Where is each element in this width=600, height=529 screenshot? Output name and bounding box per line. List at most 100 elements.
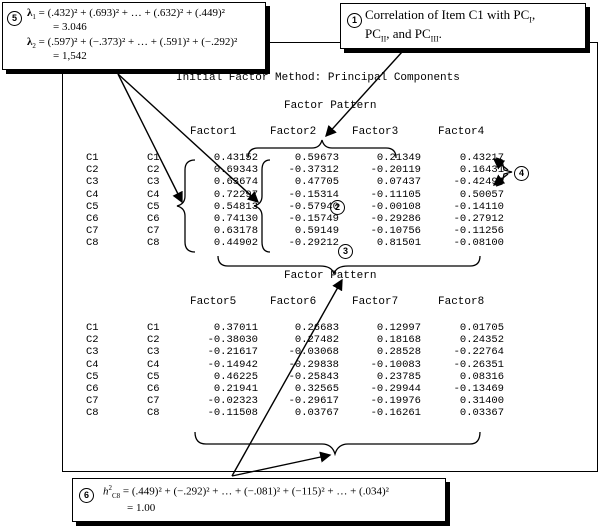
lambda2-sub: 2 (32, 42, 36, 51)
table2-cell: 0.21941 (213, 383, 258, 395)
table2-cell: 0.08316 (459, 370, 504, 383)
table2-cell: C7 (86, 395, 99, 408)
table2-cell: C1 (147, 322, 160, 334)
table2-cell: 0.12997 (376, 322, 421, 334)
table2-title: Factor Pattern (284, 270, 377, 282)
table2-cell: C7 (147, 395, 160, 408)
lambda1-symbol: λ (27, 7, 33, 19)
table1-cell: 0.69343 (213, 164, 258, 177)
table2-cell: C6 (147, 383, 160, 395)
table2-cell: -0.26351 (453, 358, 504, 371)
table2-cell: -0.14942 (207, 358, 258, 371)
table1-cell: -0.37312 (288, 164, 339, 177)
table1-cell: -0.08100 (453, 237, 504, 250)
table1-cell: 0.43152 (213, 152, 258, 164)
table1-cell: -0.14110 (453, 200, 504, 213)
pc3-sub: III (430, 34, 439, 44)
correlation-line1: Correlation of Item C1 with PCI, (365, 7, 535, 25)
table1-cell: -0.57940 (288, 200, 339, 213)
table2-cell: C4 (147, 358, 160, 371)
table2-cell: 0.32565 (294, 383, 339, 395)
annotation-2-marker: 2 (330, 200, 345, 215)
table1-cell: C1 (86, 152, 99, 164)
table1-cell: -0.29212 (288, 237, 339, 250)
table1-cell: -0.11105 (370, 188, 421, 201)
table1-cell: C2 (86, 164, 99, 177)
table2-cell: C2 (147, 334, 160, 347)
table2-cell: -0.38030 (207, 334, 258, 347)
table2-cell: 0.23785 (376, 370, 421, 383)
lambda1-line: λ1 = (.432)² + (.693)² + … + (.632)² + (… (27, 7, 225, 21)
table1-cell: -0.42494 (453, 176, 504, 189)
table2-header: Factor6 (270, 296, 317, 308)
annotation-3-marker: 3 (338, 244, 353, 259)
table2-cell: 0.28528 (376, 346, 421, 359)
table2-cell: C6 (86, 383, 99, 395)
table2-cell: -0.22764 (453, 346, 504, 359)
table2-cell: C5 (86, 370, 99, 383)
h-symbol: h (103, 485, 109, 498)
table1-cell: 0.47705 (294, 176, 339, 189)
table2-cell: -0.10083 (370, 358, 421, 371)
table2-cell: -0.16261 (370, 407, 421, 420)
table1-cell: 0.16431 (459, 164, 504, 177)
table2-cell: -0.02323 (207, 395, 258, 408)
table2-cell: -0.25843 (288, 370, 339, 383)
lambda2-symbol: λ (27, 36, 33, 48)
table1-cell: C6 (147, 213, 160, 225)
annotation-1-marker: 1 (347, 13, 362, 28)
h-sup: 2 (108, 484, 113, 492)
table2-cell: 0.31400 (459, 395, 504, 408)
table2-cell: -0.29944 (370, 383, 421, 395)
table1-cell: 0.54813 (213, 200, 258, 213)
table1-cell: -0.00108 (370, 200, 421, 213)
lambda2-line: λ2 = (.597)² + (−.373)² + … + (.591)² + … (27, 36, 237, 50)
table2-cell: -0.19976 (370, 395, 421, 408)
lambda2-value: = 1,542 (53, 50, 87, 62)
table1-cell: -0.15314 (288, 188, 339, 201)
table1-cell: -0.20119 (370, 164, 421, 177)
table1-cell: -0.29286 (370, 213, 421, 225)
lambda2-expression: = (.597)² + (−.373)² + … + (.591)² + (−.… (35, 36, 238, 48)
table2-cell: 0.03767 (294, 407, 339, 420)
table1-header: Factor4 (438, 126, 485, 138)
table2-cell: 0.37011 (213, 322, 258, 334)
table1-cell: 0.21349 (376, 152, 421, 164)
table1-cell: -0.10756 (370, 225, 421, 238)
table2-cell: C1 (86, 322, 99, 334)
table2-cell: C5 (147, 370, 160, 383)
table2-cell: 0.26683 (294, 322, 339, 334)
table1-header: Factor2 (270, 126, 317, 138)
pc3-text: , and PC (386, 26, 431, 41)
table2-cell: C4 (86, 358, 99, 371)
lambda1-expression: = (.432)² + (.693)² + … + (.632)² + (.44… (35, 7, 225, 19)
table1-cell: C8 (147, 237, 160, 250)
table2-header: Factor7 (352, 296, 399, 308)
table2-header: Factor5 (190, 296, 237, 308)
correlation-line2: PCII, and PCIII. (365, 26, 442, 44)
table1-header: Factor1 (190, 126, 237, 138)
communality-value: = 1.00 (127, 502, 156, 514)
table2-cell: 0.46225 (213, 370, 258, 383)
table1-cell: C6 (86, 213, 99, 225)
table1-cell: 0.44902 (213, 237, 258, 250)
communality-line: h2C8 = (.449)² + (−.292)² + … + (−.081)²… (103, 484, 389, 500)
correlation-sep: , (531, 7, 536, 22)
table2-cell: C3 (86, 346, 99, 359)
table2-header: Factor8 (438, 296, 485, 308)
lambda1-value: = 3.046 (53, 21, 87, 33)
table1-cell: C5 (147, 200, 160, 213)
table2-cell: 0.03367 (459, 407, 504, 420)
table2-cell: C2 (86, 334, 99, 347)
correlation-text: Correlation of Item C1 with PC (365, 7, 530, 22)
callout-communality: 6 h2C8 = (.449)² + (−.292)² + … + (−.081… (72, 478, 446, 522)
table1-cell: C1 (147, 152, 160, 164)
table1-title: Factor Pattern (284, 100, 377, 112)
callout-correlation: 1 Correlation of Item C1 with PCI, PCII,… (340, 3, 586, 49)
h-sub: C8 (112, 491, 121, 500)
table2-cell: C8 (86, 407, 99, 420)
table1-cell: 0.59149 (294, 225, 339, 238)
table2-cell: -0.29617 (288, 395, 339, 408)
table2-cell: C8 (147, 407, 160, 420)
table2-cell: -0.13469 (453, 383, 504, 395)
